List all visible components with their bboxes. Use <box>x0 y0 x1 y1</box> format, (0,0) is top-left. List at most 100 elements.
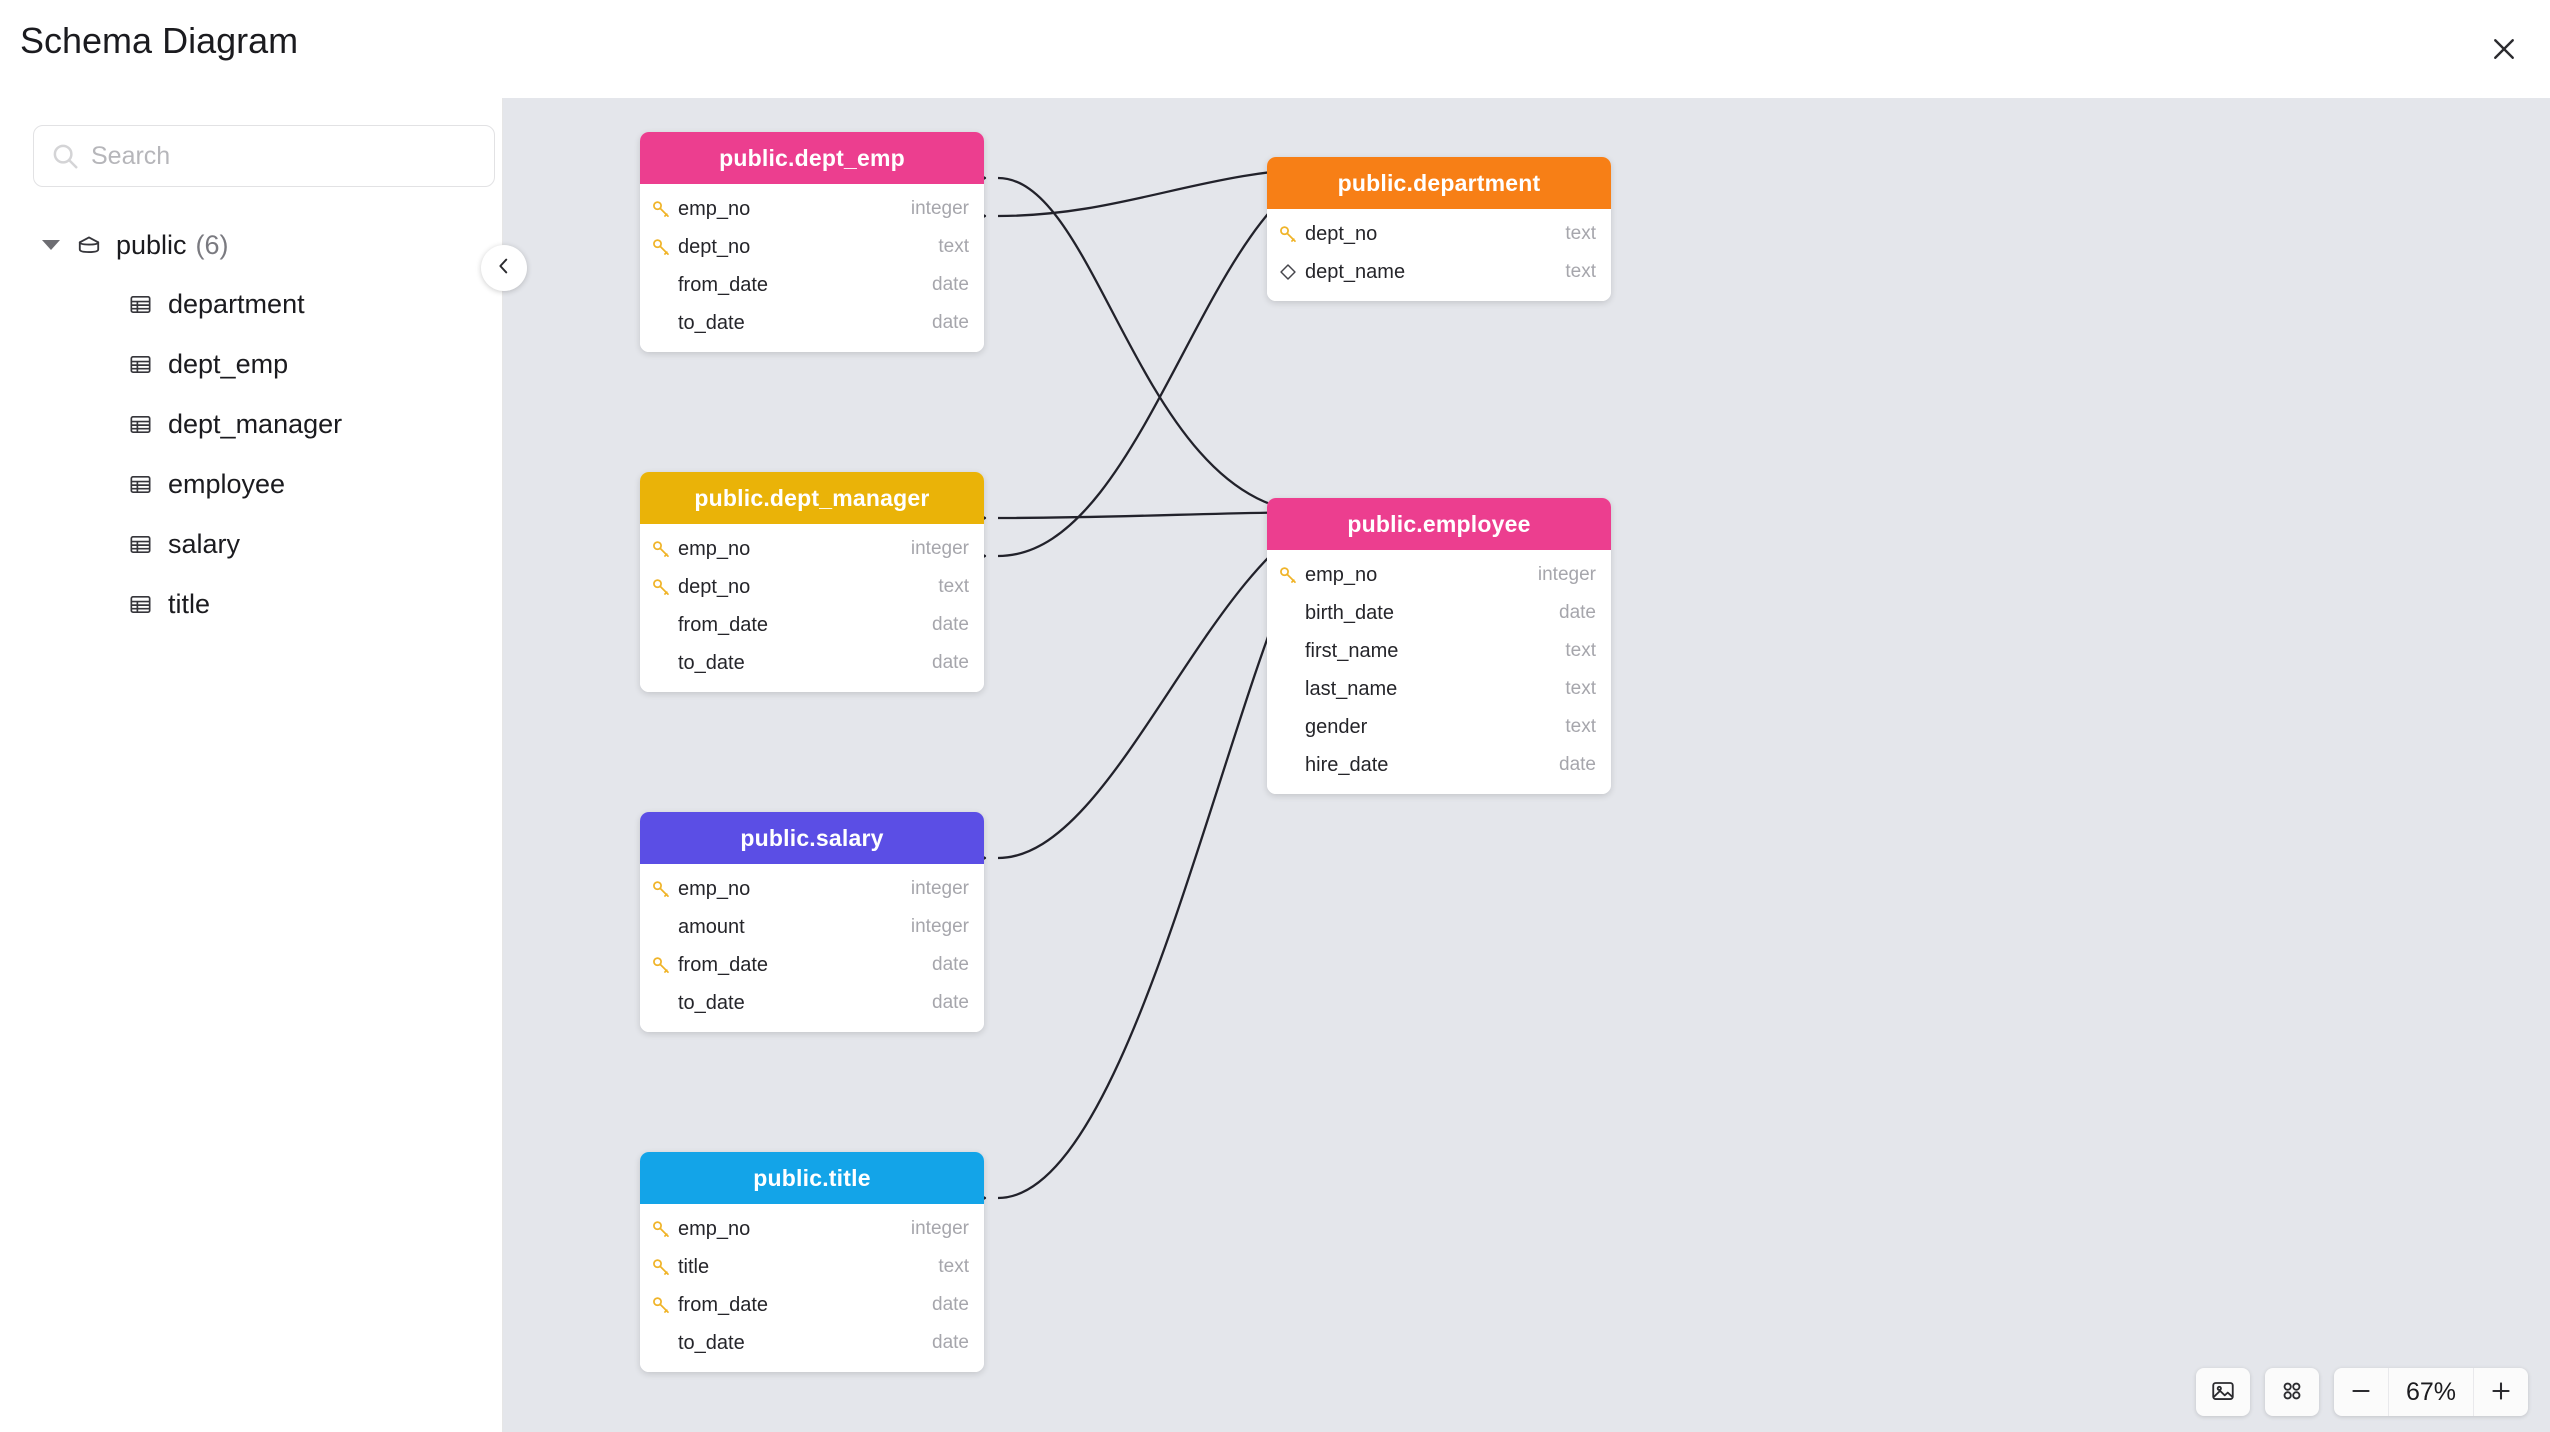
search-box[interactable] <box>33 125 495 187</box>
column-row[interactable]: amount integer <box>640 908 984 946</box>
column-row[interactable]: dept_no text <box>640 228 984 266</box>
plus-icon <box>2488 1378 2514 1407</box>
auto-layout-button[interactable] <box>2265 1368 2319 1416</box>
sidebar-collapse-button[interactable] <box>481 245 527 291</box>
zoom-out-button[interactable] <box>2334 1368 2388 1416</box>
tree-schema-public[interactable]: public (6) <box>0 216 503 274</box>
column-row[interactable]: emp_no integer <box>640 870 984 908</box>
key-icon <box>650 1294 672 1316</box>
key-icon <box>1277 564 1299 586</box>
column-name: to_date <box>678 1331 745 1354</box>
table-node-title: public.employee <box>1347 510 1531 537</box>
column-row[interactable]: from_date date <box>640 1286 984 1324</box>
column-type: date <box>932 312 969 333</box>
image-icon <box>2210 1378 2236 1407</box>
table-node-header[interactable]: public.department <box>1267 157 1611 209</box>
sidebar-item-title[interactable]: title <box>0 574 503 634</box>
column-type: text <box>938 1256 969 1277</box>
column-row[interactable]: to_date date <box>640 304 984 342</box>
column-type: date <box>932 614 969 635</box>
column-name: to_date <box>678 311 745 334</box>
column-name: dept_no <box>678 575 751 598</box>
column-type: integer <box>910 916 969 937</box>
sidebar: public (6) departmentdept_empdept_manage… <box>0 98 503 1432</box>
table-node-header[interactable]: public.salary <box>640 812 984 864</box>
column-type: text <box>938 576 969 597</box>
column-type: text <box>1565 223 1596 244</box>
minus-icon <box>2348 1378 2374 1407</box>
table-node-title: public.salary <box>740 824 884 851</box>
column-name: first_name <box>1305 639 1399 662</box>
sidebar-item-department[interactable]: department <box>0 274 503 334</box>
column-row[interactable]: first_name text <box>1267 632 1611 670</box>
export-image-button[interactable] <box>2196 1368 2250 1416</box>
chevron-down-icon[interactable] <box>42 240 60 250</box>
column-row[interactable]: dept_no text <box>640 568 984 606</box>
table-node-header[interactable]: public.dept_manager <box>640 472 984 524</box>
column-type: text <box>938 236 969 257</box>
zoom-in-button[interactable] <box>2474 1368 2528 1416</box>
table-node-title: public.dept_emp <box>719 144 905 171</box>
column-name: to_date <box>678 651 745 674</box>
sidebar-item-label: employee <box>168 468 286 499</box>
close-button[interactable] <box>2476 22 2532 78</box>
table-node-header[interactable]: public.employee <box>1267 498 1611 550</box>
key-icon <box>650 1218 672 1240</box>
column-type: integer <box>1537 564 1596 585</box>
column-type: date <box>932 1294 969 1315</box>
column-name: emp_no <box>678 197 751 220</box>
table-node-header[interactable]: public.title <box>640 1152 984 1204</box>
key-icon <box>650 1256 672 1278</box>
key-icon <box>650 236 672 258</box>
sidebar-item-label: salary <box>168 528 241 559</box>
column-type: text <box>1565 640 1596 661</box>
table-node-title: public.department <box>1337 169 1541 196</box>
chevron-left-icon <box>493 255 515 282</box>
diamond-icon <box>1277 261 1299 283</box>
column-type: date <box>932 652 969 673</box>
sidebar-item-employee[interactable]: employee <box>0 454 503 514</box>
column-name: from_date <box>678 273 769 296</box>
search-input[interactable] <box>91 141 478 171</box>
sidebar-item-salary[interactable]: salary <box>0 514 503 574</box>
top-bar: Schema Diagram <box>0 0 2550 98</box>
schema-table-count: (6) <box>195 229 229 260</box>
column-name: emp_no <box>678 877 751 900</box>
table-node-header[interactable]: public.dept_emp <box>640 132 984 184</box>
sidebar-item-dept_manager[interactable]: dept_manager <box>0 394 503 454</box>
zoom-level-label[interactable]: 67% <box>2388 1368 2474 1416</box>
table-node-title: public.dept_manager <box>694 484 930 511</box>
search-icon <box>50 141 80 171</box>
column-name: amount <box>678 915 745 938</box>
zoom-control-group: 67% <box>2334 1368 2528 1416</box>
column-type: integer <box>910 878 969 899</box>
column-name: dept_no <box>678 235 751 258</box>
column-type: integer <box>910 538 969 559</box>
column-name: from_date <box>678 1293 769 1316</box>
column-row[interactable]: to_date date <box>640 644 984 682</box>
sidebar-item-dept_emp[interactable]: dept_emp <box>0 334 503 394</box>
